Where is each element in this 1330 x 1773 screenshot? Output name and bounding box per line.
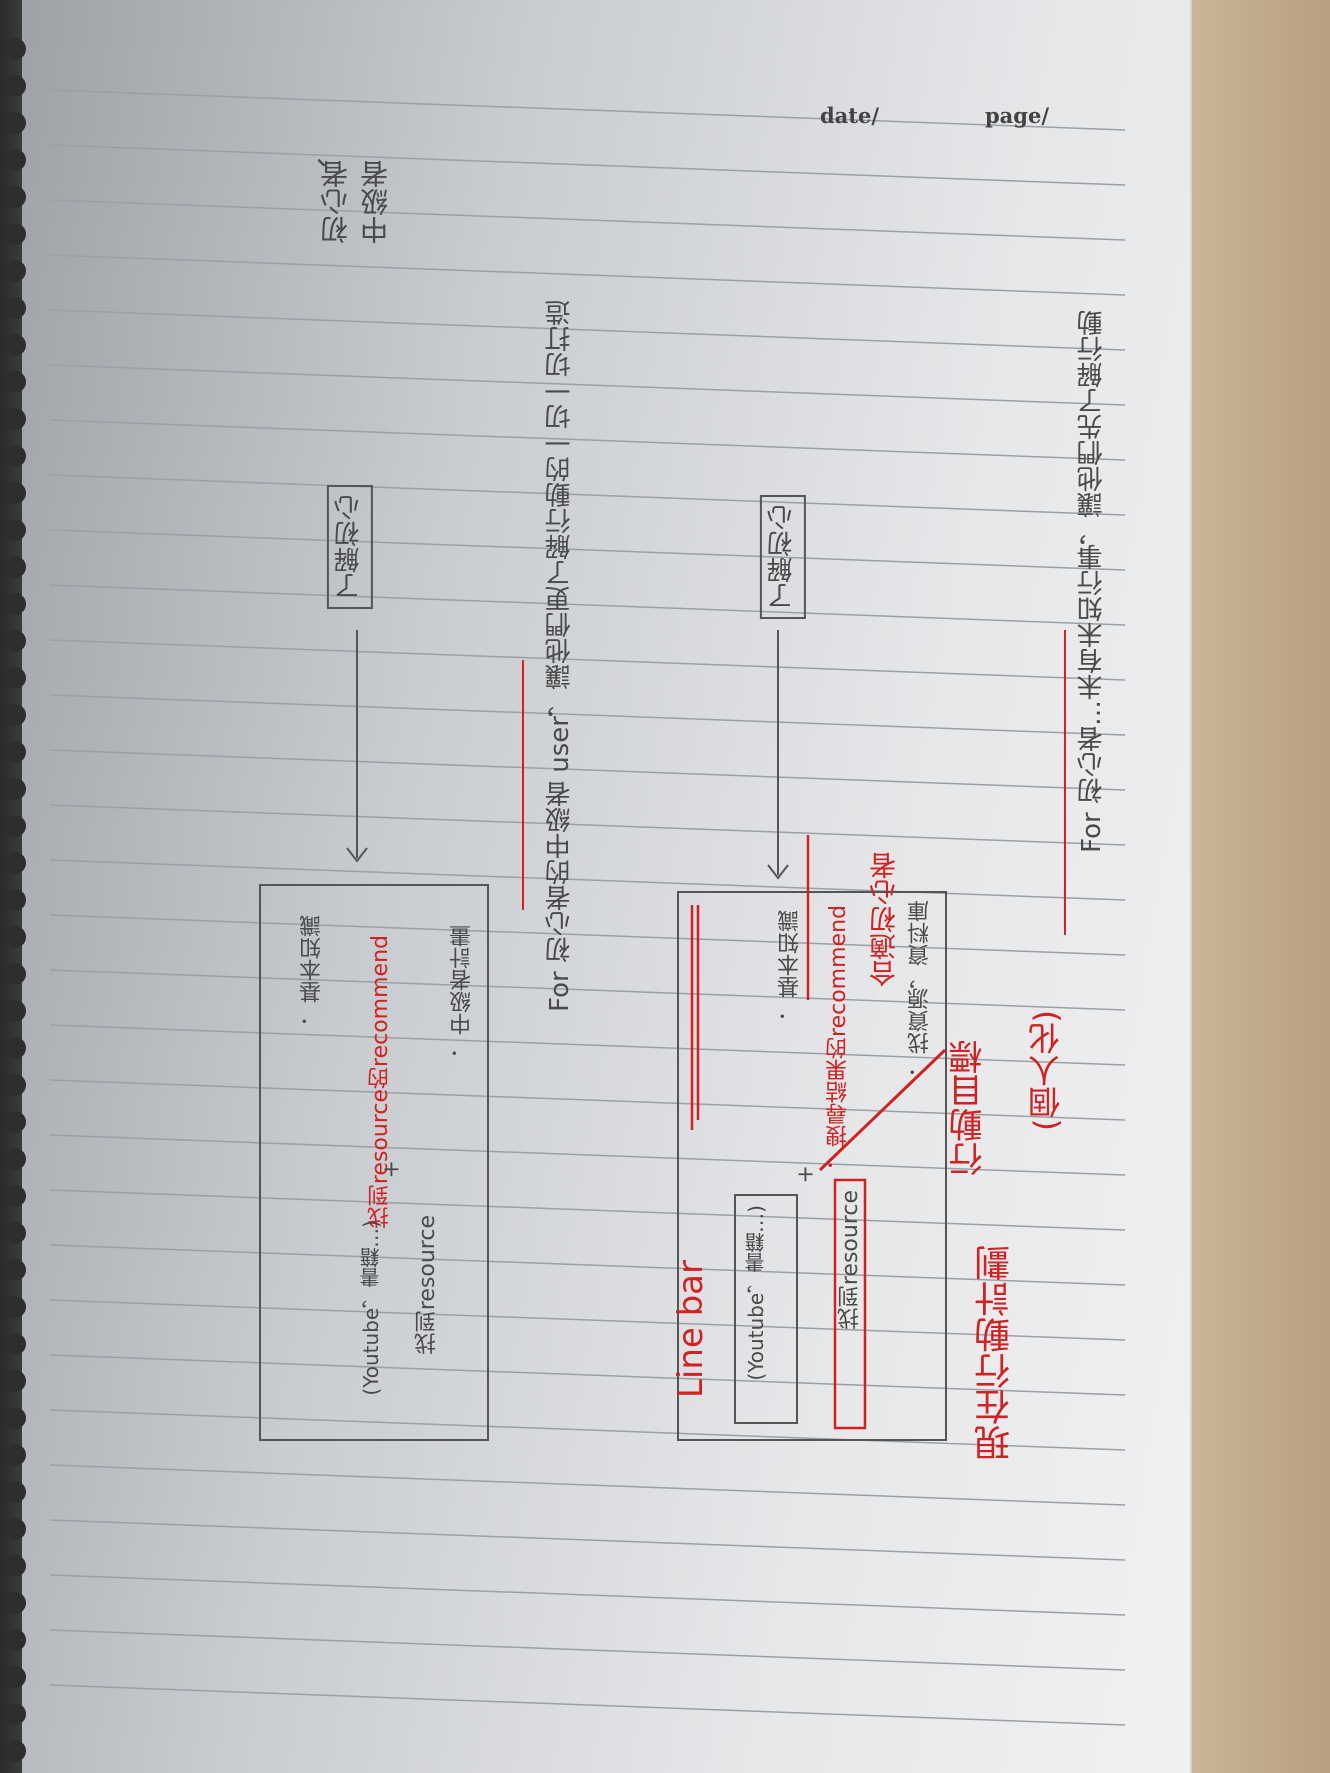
- spiral-hole: [4, 1444, 26, 1466]
- box1-item-2: ．搜尋結果的recommend: [826, 905, 851, 1169]
- spiral-hole: [4, 75, 26, 97]
- ruled-line: [49, 1464, 1126, 1506]
- ruled-line: [49, 639, 1126, 681]
- spiral-hole: [4, 704, 26, 726]
- spiral-hole: [4, 556, 26, 578]
- spiral-hole: [4, 1037, 26, 1059]
- spiral-hole: [4, 519, 26, 541]
- spiral-hole: [4, 852, 26, 874]
- spiral-hole: [4, 334, 26, 356]
- box1-item-3: ．基本知識: [778, 910, 803, 1020]
- ruled-line: [49, 309, 1126, 351]
- spiral-hole: [4, 1148, 26, 1170]
- ruled-line: [49, 419, 1126, 461]
- box1-line-bar: Line bar: [671, 1260, 711, 1399]
- ruled-line: [49, 89, 1126, 131]
- ruled-line: [49, 1574, 1126, 1616]
- spiral-hole: [4, 1518, 26, 1540]
- spiral-hole: [4, 1185, 26, 1207]
- spiral-hole: [4, 1222, 26, 1244]
- date-label: date/: [820, 103, 880, 128]
- box2-item-1: ．中級者計畫: [450, 925, 475, 1057]
- spiral-hole: [4, 815, 26, 837]
- box1-item-1: ．找資源，資料庫: [908, 900, 933, 1076]
- ruled-line: [49, 199, 1126, 241]
- ruled-line: [49, 529, 1126, 571]
- spiral-hole: [4, 963, 26, 985]
- box2-resource: 找到resource: [415, 1215, 440, 1355]
- spiral-hole: [4, 630, 26, 652]
- spiral-hole: [4, 260, 26, 282]
- spiral-hole: [4, 1370, 26, 1392]
- box1-plus: +: [792, 1165, 818, 1184]
- ruled-line: [49, 749, 1126, 791]
- spiral-hole: [4, 186, 26, 208]
- notebook-page: [22, 0, 1192, 1773]
- spiral-hole: [4, 1074, 26, 1096]
- spiral-hole: [4, 445, 26, 467]
- spiral-hole: [4, 1740, 26, 1762]
- ruled-line: [49, 804, 1126, 846]
- spiral-hole: [4, 593, 26, 615]
- spiral-hole: [4, 1296, 26, 1318]
- ruled-line: [49, 584, 1126, 626]
- spiral-hole: [4, 1111, 26, 1133]
- spiral-hole: [4, 297, 26, 319]
- spiral-hole: [4, 482, 26, 504]
- box1-red-3: 現在行動計劃: [975, 1245, 1016, 1461]
- box2-plus: +: [378, 1160, 404, 1179]
- ruled-line: [49, 364, 1126, 406]
- box2-item-3: ．基本知識: [300, 915, 325, 1025]
- spiral-hole: [4, 1629, 26, 1651]
- spiral-hole: [4, 1407, 26, 1429]
- spiral-hole: [4, 889, 26, 911]
- ruled-line: [49, 1409, 1126, 1451]
- box1-resource: 找到resource: [838, 1190, 863, 1330]
- spiral-hole: [4, 223, 26, 245]
- box2-youtube: (Youtube，書籍…): [359, 1220, 383, 1396]
- spiral-hole: [4, 667, 26, 689]
- spiral-holes: [0, 0, 40, 1773]
- spiral-hole: [4, 926, 26, 948]
- ruled-line: [49, 144, 1126, 186]
- spiral-hole: [4, 1666, 26, 1688]
- box2-item-2: 找到resource的recommend: [368, 935, 393, 1229]
- box1-red-title: 合適初心者: [870, 852, 901, 987]
- spiral-hole: [4, 1703, 26, 1725]
- ruled-line: [49, 1629, 1126, 1671]
- spiral-hole: [4, 38, 26, 60]
- page-label: page/: [985, 103, 1050, 128]
- spiral-hole: [4, 1259, 26, 1281]
- box1-youtube: (Youtube，書籍…): [744, 1205, 768, 1381]
- spiral-hole: [4, 741, 26, 763]
- spiral-hole: [4, 112, 26, 134]
- spiral-hole: [4, 778, 26, 800]
- spiral-hole: [4, 1333, 26, 1355]
- spiral-hole: [4, 149, 26, 171]
- spiral-hole: [4, 1555, 26, 1577]
- spiral-hole: [4, 1481, 26, 1503]
- spiral-hole: [4, 371, 26, 393]
- spiral-hole: [4, 408, 26, 430]
- ruled-line: [49, 254, 1126, 296]
- ruled-line: [49, 1684, 1126, 1726]
- ruled-line: [49, 694, 1126, 736]
- ruled-line: [49, 474, 1126, 516]
- ruled-line: [49, 1519, 1126, 1561]
- spiral-hole: [4, 1000, 26, 1022]
- box1-red-1: (個人化): [1027, 1010, 1065, 1131]
- spiral-hole: [4, 1592, 26, 1614]
- box1-red-2: 行動目標: [949, 1040, 989, 1176]
